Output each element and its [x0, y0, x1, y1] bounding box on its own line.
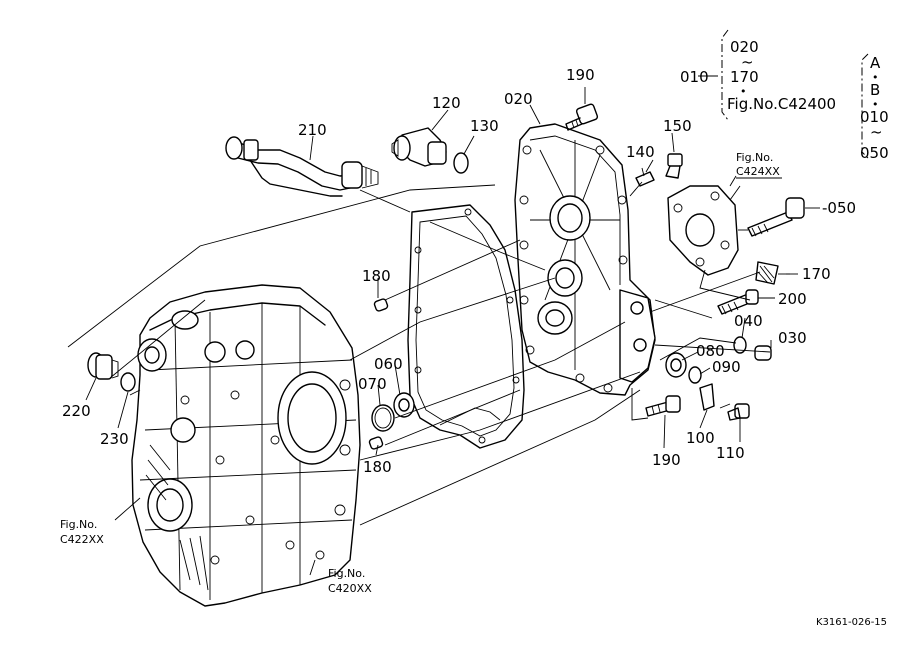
- plate-100: [699, 383, 715, 411]
- label-120: 120: [432, 94, 461, 112]
- housing-c424: [667, 185, 739, 276]
- pin-140: [635, 167, 655, 187]
- bolt-190-top: [565, 103, 599, 131]
- label-190-top: 190: [566, 66, 595, 84]
- bearing-060: [393, 392, 415, 418]
- svg-text:C420XX: C420XX: [328, 582, 372, 595]
- legend-bracket-side: [861, 53, 869, 159]
- svg-text:050: 050: [860, 144, 889, 162]
- label-140: 140: [626, 143, 655, 161]
- label-070: 070: [358, 375, 387, 393]
- o-ring-130: [453, 152, 469, 174]
- screw-150: [665, 153, 683, 179]
- label-210: 210: [298, 121, 327, 139]
- figref-c424: Fig.No. C424XX: [736, 151, 782, 179]
- label-020: 020: [504, 90, 533, 108]
- svg-text:170: 170: [730, 68, 759, 86]
- label-220: 220: [62, 402, 91, 420]
- transmission-case: [131, 284, 361, 607]
- o-ring-090: [688, 366, 702, 384]
- label-170: 170: [802, 265, 831, 283]
- plug-030: [754, 345, 772, 361]
- bolt-110: [727, 403, 750, 421]
- svg-text:A: A: [870, 54, 881, 72]
- svg-text:~: ~: [741, 53, 754, 71]
- label-060: 060: [374, 355, 403, 373]
- cover-plate: [514, 123, 656, 396]
- seal-080: [665, 352, 687, 378]
- svg-text:Fig.No.C42400: Fig.No.C42400: [727, 95, 836, 113]
- o-ring-230: [120, 372, 136, 392]
- legend-side: A • B • 010 ~ 050: [860, 54, 889, 162]
- drawing-code: K3161-026-15: [816, 617, 887, 628]
- svg-text:•: •: [740, 85, 747, 98]
- pin-180-bottom: [368, 436, 384, 450]
- label-230: 230: [100, 430, 129, 448]
- svg-text:Fig.No.: Fig.No.: [60, 518, 97, 531]
- circlip-070: [371, 404, 395, 432]
- o-ring-040: [733, 336, 747, 354]
- leader-lines: [67, 75, 820, 576]
- figref-c422: Fig.No. C422XX: [60, 518, 104, 546]
- bolt-200: [717, 289, 759, 315]
- label-200: 200: [778, 290, 807, 308]
- label-040: 040: [734, 312, 763, 330]
- elbow-fitting: [391, 127, 447, 167]
- label-110: 110: [716, 444, 745, 462]
- legend-main: 010 020 ~ 170 • Fig.No.C42400: [680, 38, 836, 113]
- gasket: [407, 204, 525, 449]
- bolt-050: [747, 197, 805, 237]
- svg-text:010: 010: [860, 108, 889, 126]
- svg-text:~: ~: [870, 123, 883, 141]
- label-180-bottom: 180: [363, 458, 392, 476]
- part-labels: 210 120 130 020 190 140 150 -050 170 200…: [62, 66, 856, 476]
- svg-text:020: 020: [730, 38, 759, 56]
- svg-text:C424XX: C424XX: [736, 165, 780, 178]
- fitting-220: [87, 352, 119, 380]
- legend-bracket-main: [721, 29, 729, 121]
- svg-text:Fig.No.: Fig.No.: [736, 151, 773, 164]
- svg-text:•: •: [872, 71, 879, 84]
- label-190-bottom: 190: [652, 451, 681, 469]
- figref-c420: Fig.No. C420XX: [328, 567, 372, 595]
- svg-text:B: B: [870, 81, 880, 99]
- label-180-top: 180: [362, 267, 391, 285]
- svg-text:010: 010: [680, 68, 709, 86]
- pin-180-top: [373, 298, 389, 312]
- pipe-assembly: [225, 136, 379, 197]
- label-030: 030: [778, 329, 807, 347]
- svg-text:C422XX: C422XX: [60, 533, 104, 546]
- label-100: 100: [686, 429, 715, 447]
- label-080: 080: [696, 342, 725, 360]
- svg-text:Fig.No.: Fig.No.: [328, 567, 365, 580]
- label-090: 090: [712, 358, 741, 376]
- label-150: 150: [663, 117, 692, 135]
- label-050: -050: [822, 199, 856, 217]
- label-130: 130: [470, 117, 499, 135]
- bolt-190-bottom: [645, 395, 681, 417]
- svg-text:•: •: [872, 98, 879, 111]
